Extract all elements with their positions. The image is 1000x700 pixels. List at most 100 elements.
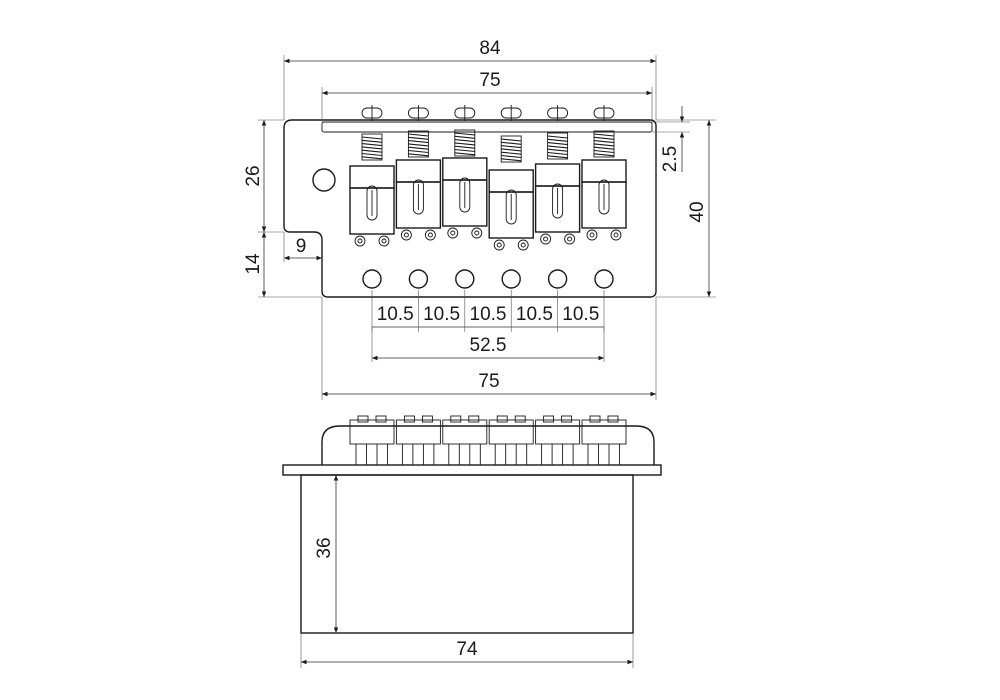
dim-block-width: 74 xyxy=(456,639,478,660)
height-screw-left-center xyxy=(403,232,409,238)
saddle-body xyxy=(442,179,488,227)
dim-string-spacing-2: 10.5 xyxy=(423,304,460,325)
intonation-spring xyxy=(593,130,615,158)
saddle-head xyxy=(488,169,534,193)
side-saddle-tab xyxy=(450,415,462,423)
height-screw-right xyxy=(610,229,622,241)
spring-coil xyxy=(593,133,615,137)
height-screw-right xyxy=(471,227,483,239)
height-screw-left-center xyxy=(357,238,363,244)
saddle-body xyxy=(488,191,534,239)
height-screw-left xyxy=(540,233,552,245)
string-hole-6 xyxy=(594,269,614,289)
saddle-4 xyxy=(488,105,534,251)
spring-coil xyxy=(547,151,568,156)
spring-coil xyxy=(547,145,568,149)
side-saddle-tab xyxy=(403,415,415,423)
saddle-6 xyxy=(581,105,627,241)
side-saddle-4 xyxy=(488,415,534,465)
string-hole-3 xyxy=(455,269,475,289)
dim-block-height: 36 xyxy=(314,537,335,558)
height-screw-right xyxy=(564,233,576,245)
spring-coil xyxy=(501,141,522,145)
saddle-head xyxy=(349,165,395,189)
dim-total-height: 40 xyxy=(687,201,708,222)
spring-coil xyxy=(501,148,522,152)
saddle-slot xyxy=(552,183,564,219)
intonation-spring xyxy=(454,129,476,157)
spring-coil xyxy=(454,152,475,156)
saddle-3 xyxy=(442,105,488,239)
spring-coil xyxy=(547,135,568,139)
string-hole-group xyxy=(362,269,614,289)
side-base-plate xyxy=(282,464,662,476)
side-saddle-body xyxy=(349,419,395,445)
dim-lower-height: 14 xyxy=(243,253,264,275)
spring-coil xyxy=(408,136,429,140)
side-saddle-tab xyxy=(496,415,508,423)
dim-string-spacing-total: 52.5 xyxy=(470,335,507,356)
height-screw-left-center xyxy=(450,230,456,236)
spring-coil xyxy=(454,135,475,139)
string-hole-2 xyxy=(408,269,429,289)
saddle-body xyxy=(349,187,395,235)
height-screw-left-center xyxy=(543,236,549,242)
spring-coil xyxy=(361,156,383,160)
mounting-hole xyxy=(312,168,336,192)
side-saddle-6 xyxy=(581,415,627,465)
tremolo-block xyxy=(300,474,634,634)
saddle-body xyxy=(395,181,442,229)
dim-string-spacing-3: 10.5 xyxy=(470,304,507,325)
height-screw-left-center xyxy=(496,242,502,248)
spring-coil xyxy=(361,136,383,140)
saddle-head xyxy=(395,159,442,183)
dim-string-spacing-4: 10.5 xyxy=(516,304,553,325)
dim-plate-offset: 2.5 xyxy=(660,146,681,172)
spring-coil xyxy=(593,153,615,157)
saddle-slot xyxy=(505,189,517,225)
spring-coil xyxy=(361,143,383,147)
spring-coil xyxy=(361,146,383,150)
side-saddle-tab xyxy=(561,415,573,423)
side-saddle-tab xyxy=(514,415,526,423)
dim-overall-width: 84 xyxy=(479,38,501,59)
spring-coil xyxy=(361,139,383,143)
saddle-head xyxy=(581,159,627,183)
height-screw-left xyxy=(400,229,412,241)
height-screw-left xyxy=(447,227,459,239)
spring-coil xyxy=(361,152,383,157)
saddle-head xyxy=(442,157,488,181)
dim-string-spacing-5: 10.5 xyxy=(562,304,599,325)
base-plate-outline xyxy=(283,119,657,298)
dim-string-spacing-1: 10.5 xyxy=(377,304,414,325)
side-saddle-body xyxy=(442,419,488,445)
spring-coil xyxy=(454,132,475,136)
side-saddle-tab xyxy=(357,415,369,423)
string-hole-5 xyxy=(547,269,568,289)
spring-coil xyxy=(501,145,522,149)
spring-coil xyxy=(501,151,522,155)
height-screw-left xyxy=(493,239,505,251)
saddle-slot xyxy=(366,185,378,221)
intonation-spring xyxy=(361,133,383,161)
dim-upper-height: 26 xyxy=(243,165,264,186)
spring-coil xyxy=(454,148,475,153)
saddle-group xyxy=(349,105,627,251)
spring-coil xyxy=(408,140,429,144)
height-screw-right xyxy=(378,235,390,247)
side-saddle-body xyxy=(488,419,534,445)
spring-coil xyxy=(593,146,615,150)
side-saddle-body xyxy=(395,419,441,445)
side-saddle-tab xyxy=(468,415,480,423)
spring-coil xyxy=(454,145,475,149)
spring-coil xyxy=(547,138,568,142)
intonation-spring xyxy=(500,135,522,163)
side-saddle-body xyxy=(535,419,581,445)
block-view: 36 74 xyxy=(282,415,662,668)
height-screw-right-center xyxy=(520,242,526,248)
dim-top-plate-width: 75 xyxy=(479,70,500,91)
saddle-body xyxy=(534,185,581,233)
height-screw-right-center xyxy=(381,238,387,244)
